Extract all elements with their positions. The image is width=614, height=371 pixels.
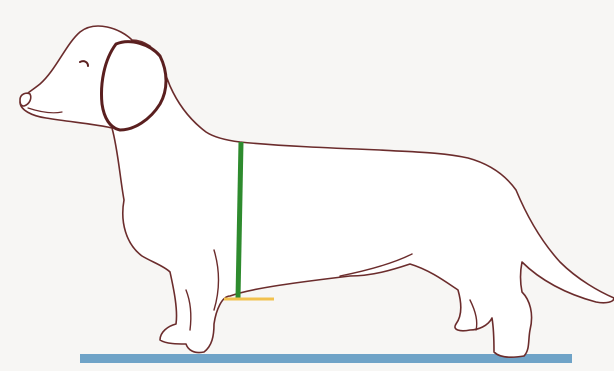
dog-body-outline: [19, 25, 614, 358]
dog-eye: [79, 60, 89, 67]
dog-ear: [100, 40, 168, 132]
mouth-detail: [27, 107, 63, 114]
front-leg-rear-detail: [213, 249, 220, 311]
ground-line: [80, 354, 572, 363]
chest-depth-line: [235, 141, 244, 299]
dog-nose: [19, 92, 32, 107]
front-leg-detail: [185, 289, 192, 331]
hind-leg-detail: [469, 299, 478, 331]
belly-detail: [339, 253, 413, 277]
